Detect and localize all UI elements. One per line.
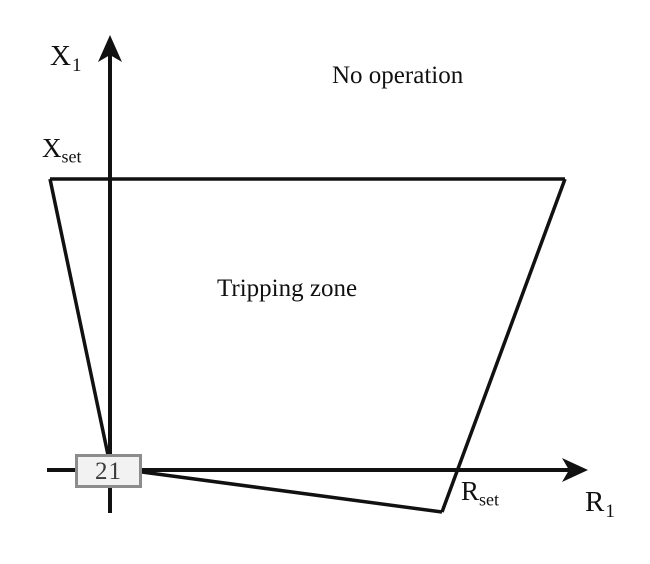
relay-device-block[interactable]: 21 — [75, 454, 142, 488]
x-set-label-sub: set — [61, 146, 82, 167]
r-set-label: Rset — [461, 476, 500, 510]
r-axis-arrowhead-icon — [562, 458, 588, 482]
no-operation-region-label: No operation — [332, 62, 464, 89]
r-axis-label-base: R — [585, 486, 605, 518]
tripping-zone-region-label: Tripping zone — [217, 275, 358, 302]
r-set-label-sub: set — [479, 489, 500, 510]
characteristic-bottom-edge — [141, 470, 443, 514]
x-set-label-base: X — [42, 133, 62, 163]
x-set-label: Xset — [42, 133, 82, 167]
x-axis-label-base: X — [50, 40, 71, 72]
r-axis-label: R1 — [585, 488, 615, 521]
x-axis-label: X1 — [50, 42, 81, 75]
x-axis-label-sub: 1 — [71, 54, 82, 76]
r-set-label-base: R — [461, 476, 480, 506]
x-axis-arrowhead-icon — [98, 35, 122, 62]
characteristic-left-edge — [48, 178, 110, 456]
characteristic-right-edge — [440, 178, 567, 513]
relay-device-number: 21 — [95, 457, 122, 485]
r-axis-label-sub: 1 — [605, 500, 615, 522]
